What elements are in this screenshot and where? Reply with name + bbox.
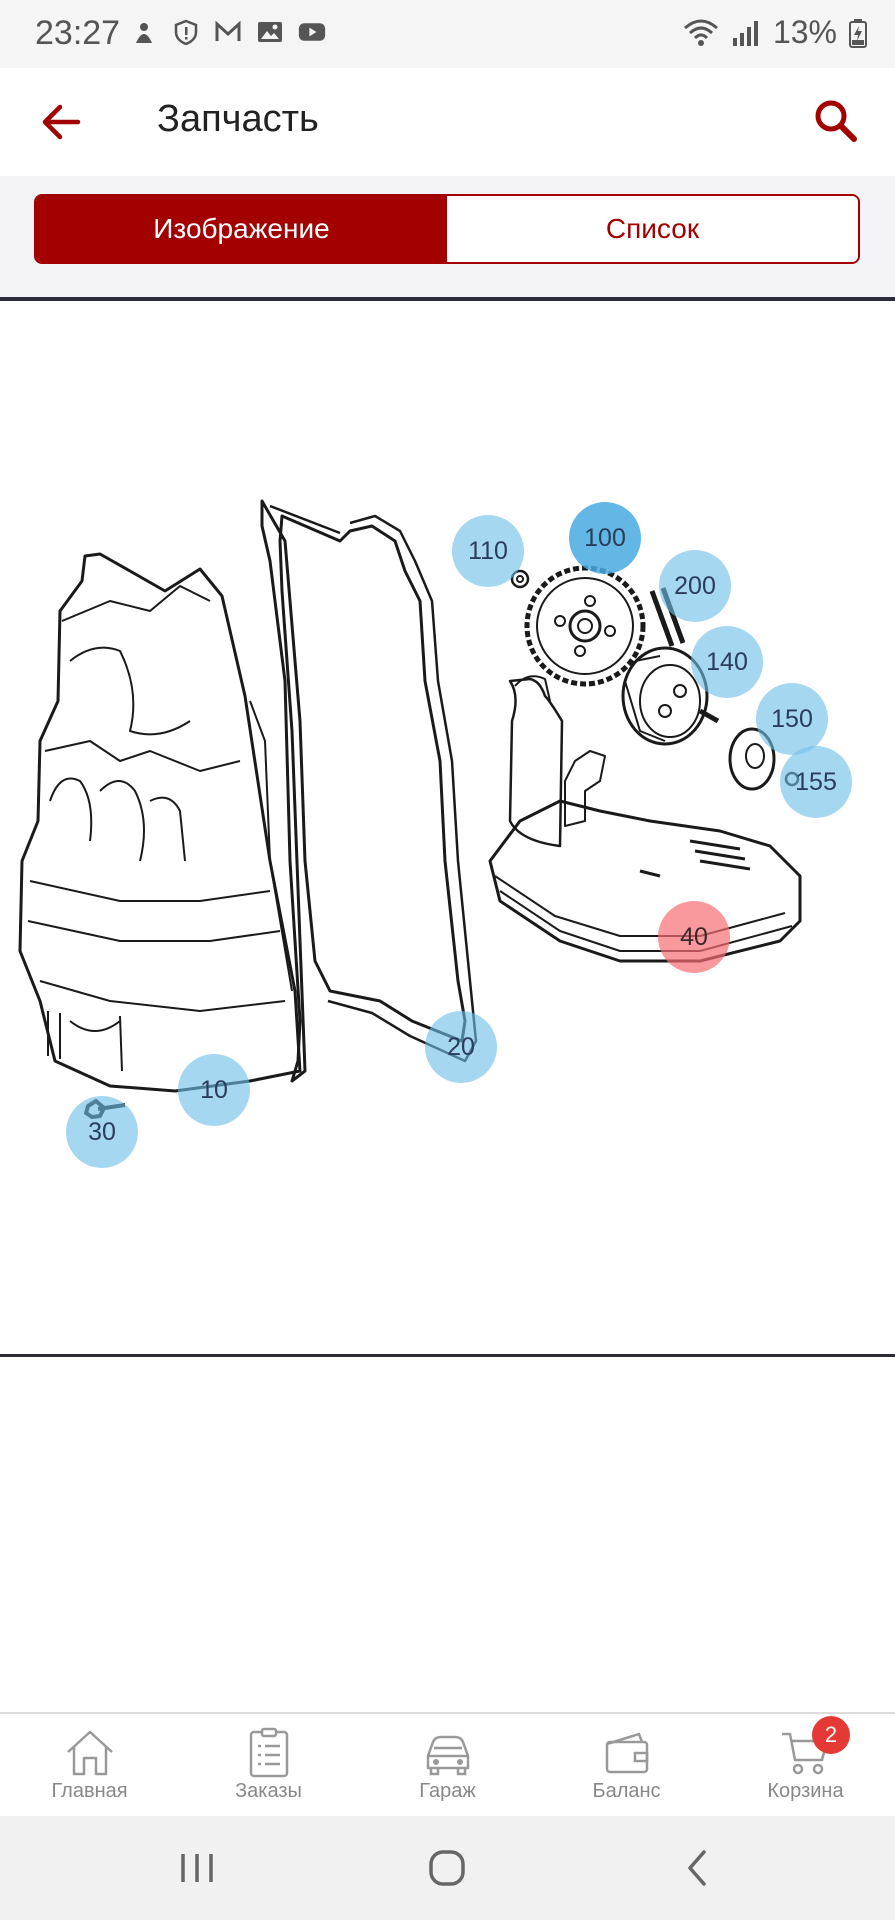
battery-percent: 13% — [772, 14, 837, 50]
gallery-icon — [256, 18, 284, 46]
hotspot-200[interactable]: 200 — [659, 550, 731, 622]
shield-icon — [172, 18, 200, 46]
view-switcher-area: Изображение Список — [0, 176, 895, 298]
bottom-nav: Главная Заказы Гараж Баланс Корзина 2 — [0, 1712, 895, 1818]
battery-charging-icon — [849, 18, 867, 48]
search-icon — [815, 100, 857, 142]
orders-icon — [249, 1727, 288, 1778]
view-switcher: Изображение Список — [34, 194, 860, 264]
diagram-bottom-divider — [0, 1354, 895, 1357]
signal-icon — [732, 20, 758, 46]
status-time: 23:27 — [35, 14, 121, 52]
hotspot-40[interactable]: 40 — [658, 901, 730, 973]
search-button[interactable] — [807, 92, 865, 150]
parts-drawing — [18, 499, 802, 1119]
wallet-icon — [605, 1732, 648, 1774]
youtube-icon — [298, 18, 326, 46]
car-icon — [426, 1735, 469, 1776]
status-notification-icons — [130, 18, 326, 46]
nav-item-cart[interactable]: Корзина 2 — [716, 1714, 895, 1818]
washer-drawing — [510, 569, 530, 589]
hotspot-140[interactable]: 140 — [691, 626, 763, 698]
chevron-left-icon — [688, 1850, 706, 1886]
diagram-top-divider — [0, 297, 895, 301]
hotspot-110[interactable]: 110 — [452, 515, 524, 587]
home-icon — [66, 1730, 113, 1776]
system-nav-bar — [0, 1816, 895, 1920]
nav-label-orders: Заказы — [235, 1780, 302, 1802]
home-system-button[interactable] — [417, 1842, 477, 1894]
nav-item-balance[interactable]: Баланс — [537, 1714, 716, 1818]
page-title: Запчасть — [157, 98, 319, 140]
nav-item-orders[interactable]: Заказы — [179, 1714, 358, 1818]
pump-drawing — [621, 646, 709, 746]
arrow-left-icon — [42, 104, 81, 140]
hotspot-30[interactable]: 30 — [66, 1096, 138, 1168]
mail-icon — [214, 18, 242, 46]
parts-diagram[interactable]: 110 100 200 140 150 155 40 20 10 30 — [0, 301, 895, 1354]
hotspot-20[interactable]: 20 — [425, 1011, 497, 1083]
back-system-button[interactable] — [668, 1842, 728, 1894]
hotspot-150[interactable]: 150 — [756, 683, 828, 755]
oil-pan-drawing — [18, 552, 302, 1093]
cart-badge: 2 — [812, 1716, 850, 1754]
gasket-drawing — [260, 499, 467, 1083]
nav-label-cart: Корзина — [767, 1780, 844, 1802]
status-system-icons: 13% — [683, 14, 867, 51]
nav-label-garage: Гараж — [419, 1780, 476, 1802]
notification-app-icon — [130, 18, 158, 46]
recent-apps-button[interactable] — [167, 1842, 227, 1894]
home-circle-icon — [429, 1850, 465, 1886]
hotspot-155[interactable]: 155 — [780, 746, 852, 818]
wifi-icon — [683, 19, 718, 46]
nav-item-home[interactable]: Главная — [0, 1714, 179, 1818]
hotspot-10[interactable]: 10 — [178, 1054, 250, 1126]
back-button[interactable] — [34, 94, 90, 150]
oil-filter-drawing — [488, 799, 802, 963]
nav-label-balance: Баланс — [592, 1780, 661, 1802]
status-bar: 23:27 13% — [0, 0, 895, 68]
tab-image[interactable]: Изображение — [36, 196, 447, 262]
nav-label-home: Главная — [51, 1780, 128, 1802]
ring-drawing — [728, 727, 776, 791]
hotspot-100[interactable]: 100 — [569, 502, 641, 574]
tab-list[interactable]: Список — [447, 196, 858, 262]
recent-apps-icon — [181, 1854, 213, 1882]
app-bar: Запчасть — [0, 68, 895, 176]
nav-item-garage[interactable]: Гараж — [358, 1714, 537, 1818]
gear-drawing — [524, 565, 646, 687]
